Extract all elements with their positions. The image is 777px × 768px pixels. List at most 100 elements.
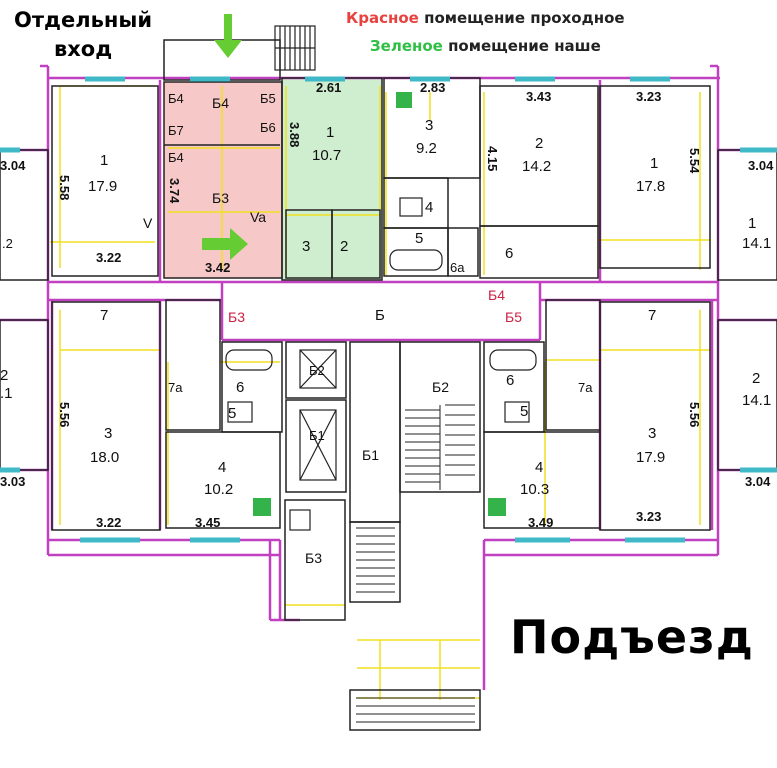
room-right-edge-mid-area: 14.1 [742, 392, 771, 409]
corridor-b5: Б5 [505, 309, 522, 325]
dim-343: 3.43 [526, 89, 551, 104]
dim-322-bottom: 3.22 [96, 515, 121, 530]
lift-shafts [289, 349, 337, 531]
dim-303-left: 3.03 [0, 474, 25, 489]
separate-entrance-label: Отдельный вход [14, 6, 152, 64]
room-3-left-no: 3 [104, 425, 112, 442]
dim-323-bottom: 3.23 [636, 509, 661, 524]
left-edge-room: .2 [2, 236, 13, 251]
room-4-left-no: 4 [218, 459, 226, 476]
dim-554: 5.54 [687, 148, 702, 174]
room-5-right: 5 [520, 403, 528, 420]
dim-556-left: 5.56 [57, 402, 72, 427]
room-right-edge-top-no: 1 [748, 215, 756, 232]
legend-red: Красное помещение проходное [346, 9, 625, 27]
room-5-left: 5 [228, 405, 236, 422]
windows [0, 76, 777, 543]
room-3-top-no: 3 [425, 117, 433, 134]
stair-b2: Б2 [432, 379, 449, 395]
legend-red-text: помещение проходное [418, 9, 625, 27]
dim-304-right: 3.04 [748, 158, 774, 173]
room-7a-left: 7а [168, 380, 183, 395]
legend-red-word: Красное [346, 9, 419, 27]
interior-walls [0, 39, 777, 731]
room-6-right: 6 [506, 372, 514, 389]
room-4-right-no: 4 [535, 459, 543, 476]
separate-entrance-line1: Отдельный [14, 8, 153, 32]
hall-b1: Б1 [362, 447, 379, 463]
room-6-left: 6 [236, 379, 244, 396]
corridor-b4: Б4 [488, 287, 505, 303]
room-4-top: 4 [425, 199, 433, 216]
dim-261: 2.61 [316, 80, 341, 95]
room-1-right-area: 17.8 [636, 178, 665, 195]
entrance-label: Подъезд [510, 610, 754, 664]
room-3-right-area: 17.9 [636, 449, 665, 466]
room-4-left-area: 10.2 [204, 481, 233, 498]
walls [0, 64, 777, 690]
room-7-left: 7 [100, 307, 108, 324]
dim-558-left: 5.58 [57, 175, 72, 200]
green-room-1-no: 1 [326, 124, 334, 141]
dim-304-left: 3.04 [0, 158, 26, 173]
room-v: V [143, 215, 153, 231]
dim-283: 2.83 [420, 80, 445, 95]
dim-345: 3.45 [195, 515, 220, 530]
room-b6: Б4 [168, 91, 184, 106]
room-left-edge-mid-area: .1 [0, 385, 13, 402]
right-arrow-icon [202, 228, 248, 260]
dim-322-top: 3.22 [96, 250, 121, 265]
room-5-top: 5 [415, 230, 423, 247]
room-3-right-no: 3 [648, 425, 656, 442]
room-b5-right: Б5 [260, 91, 276, 106]
legend-green-text: помещение наше [442, 37, 601, 55]
room-3-left-area: 18.0 [90, 449, 119, 466]
sanitary-icons [253, 92, 506, 516]
room-1-right-no: 1 [650, 155, 658, 172]
room-b7: Б7 [168, 123, 184, 138]
dim-388: 3.88 [287, 122, 302, 147]
room-7-right: 7 [648, 307, 656, 324]
dim-374: 3.74 [167, 178, 182, 204]
room-7a-right: 7а [578, 380, 593, 395]
lift-b2: Б2 [309, 363, 325, 378]
entrance-stair-icon [274, 25, 316, 71]
green-room-1-area: 10.7 [312, 147, 341, 164]
dim-556-right: 5.56 [687, 402, 702, 427]
room-6-top: 6 [505, 245, 513, 262]
room-right-edge-mid-no: 2 [752, 370, 760, 387]
room-b3: Б3 [212, 190, 229, 206]
dim-304-right-bottom: 3.04 [745, 474, 771, 489]
room-right-edge-top-area: 14.1 [742, 235, 771, 252]
dim-349: 3.49 [528, 515, 553, 530]
legend-green-word: Зеленое [370, 37, 443, 55]
arrows [202, 14, 248, 260]
corridor-b: Б [375, 307, 385, 324]
room-4-right-area: 10.3 [520, 481, 549, 498]
lift-b1: Б1 [309, 428, 325, 443]
lobby-b3: Б3 [305, 550, 322, 566]
room-b4: Б4 [168, 150, 184, 165]
dim-342: 3.42 [205, 260, 230, 275]
room-2-top-area: 14.2 [522, 158, 551, 175]
room-3-top-area: 9.2 [416, 140, 437, 157]
legend-green: Зеленое помещение наше [370, 37, 601, 55]
bathtubs [225, 197, 537, 423]
green-room-3: 3 [302, 238, 310, 255]
dim-323-top: 3.23 [636, 89, 661, 104]
corridor-b3: Б3 [228, 309, 245, 325]
room-left-edge-mid-no: 2 [0, 367, 8, 384]
down-arrow-icon [214, 14, 242, 58]
separate-entrance-line2: вход [53, 37, 113, 61]
staircase-icon [356, 404, 475, 723]
green-room-2: 2 [340, 238, 348, 255]
room-b6-right: Б6 [260, 120, 276, 135]
dim-415: 4.15 [485, 146, 500, 171]
guide-lines [50, 85, 710, 700]
room-1-left-area: 17.9 [88, 178, 117, 195]
room-va: Va [250, 209, 266, 225]
room-2-top-no: 2 [535, 135, 543, 152]
room-1-left-no: 1 [100, 152, 108, 169]
room-b4-center: Б4 [212, 95, 229, 111]
